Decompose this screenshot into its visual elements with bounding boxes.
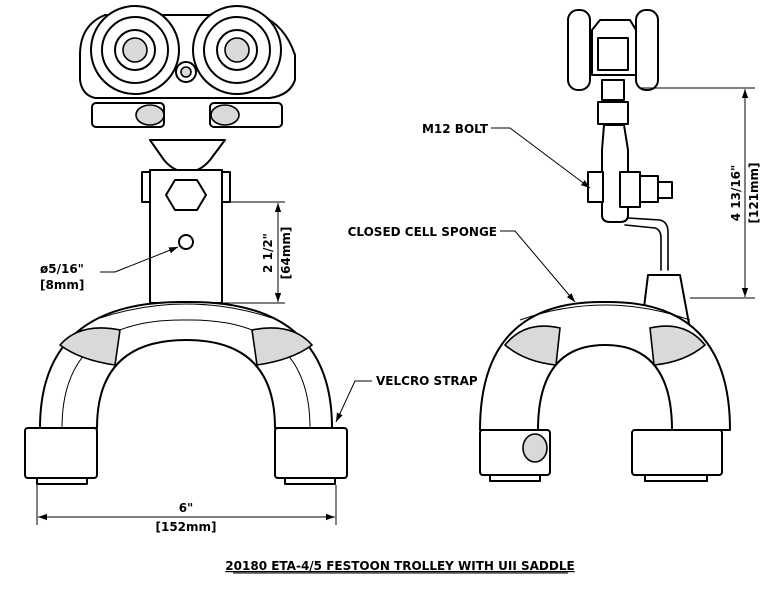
label-hole-dia-mm: [8mm]	[40, 278, 84, 292]
drawing-title: 20180 ETA-4/5 FESTOON TROLLEY WITH UII S…	[225, 559, 574, 573]
side-view	[479, 9, 731, 482]
front-wheel-left	[90, 5, 180, 95]
dimensions	[36, 87, 755, 525]
front-view	[24, 5, 348, 485]
dim-height-side-mm: [121mm]	[747, 162, 761, 223]
dim-width-in: 6"	[179, 501, 194, 515]
label-velcro-strap: VELCRO STRAP	[376, 374, 478, 388]
label-closed-cell-sponge: CLOSED CELL SPONGE	[348, 225, 497, 239]
label-hole-dia: ø5/16"	[40, 262, 84, 276]
front-wheel-right	[192, 5, 282, 95]
dim-width-mm: [152mm]	[155, 520, 216, 534]
dim-height-side-in: 4 13/16"	[729, 165, 743, 222]
label-m12-bolt: M12 BOLT	[422, 122, 489, 136]
dim-height-front-in: 2 1/2"	[261, 233, 275, 273]
annotations: M12 BOLT CLOSED CELL SPONGE VELCRO STRAP…	[40, 122, 761, 574]
dim-height-front-mm: [64mm]	[279, 227, 293, 280]
